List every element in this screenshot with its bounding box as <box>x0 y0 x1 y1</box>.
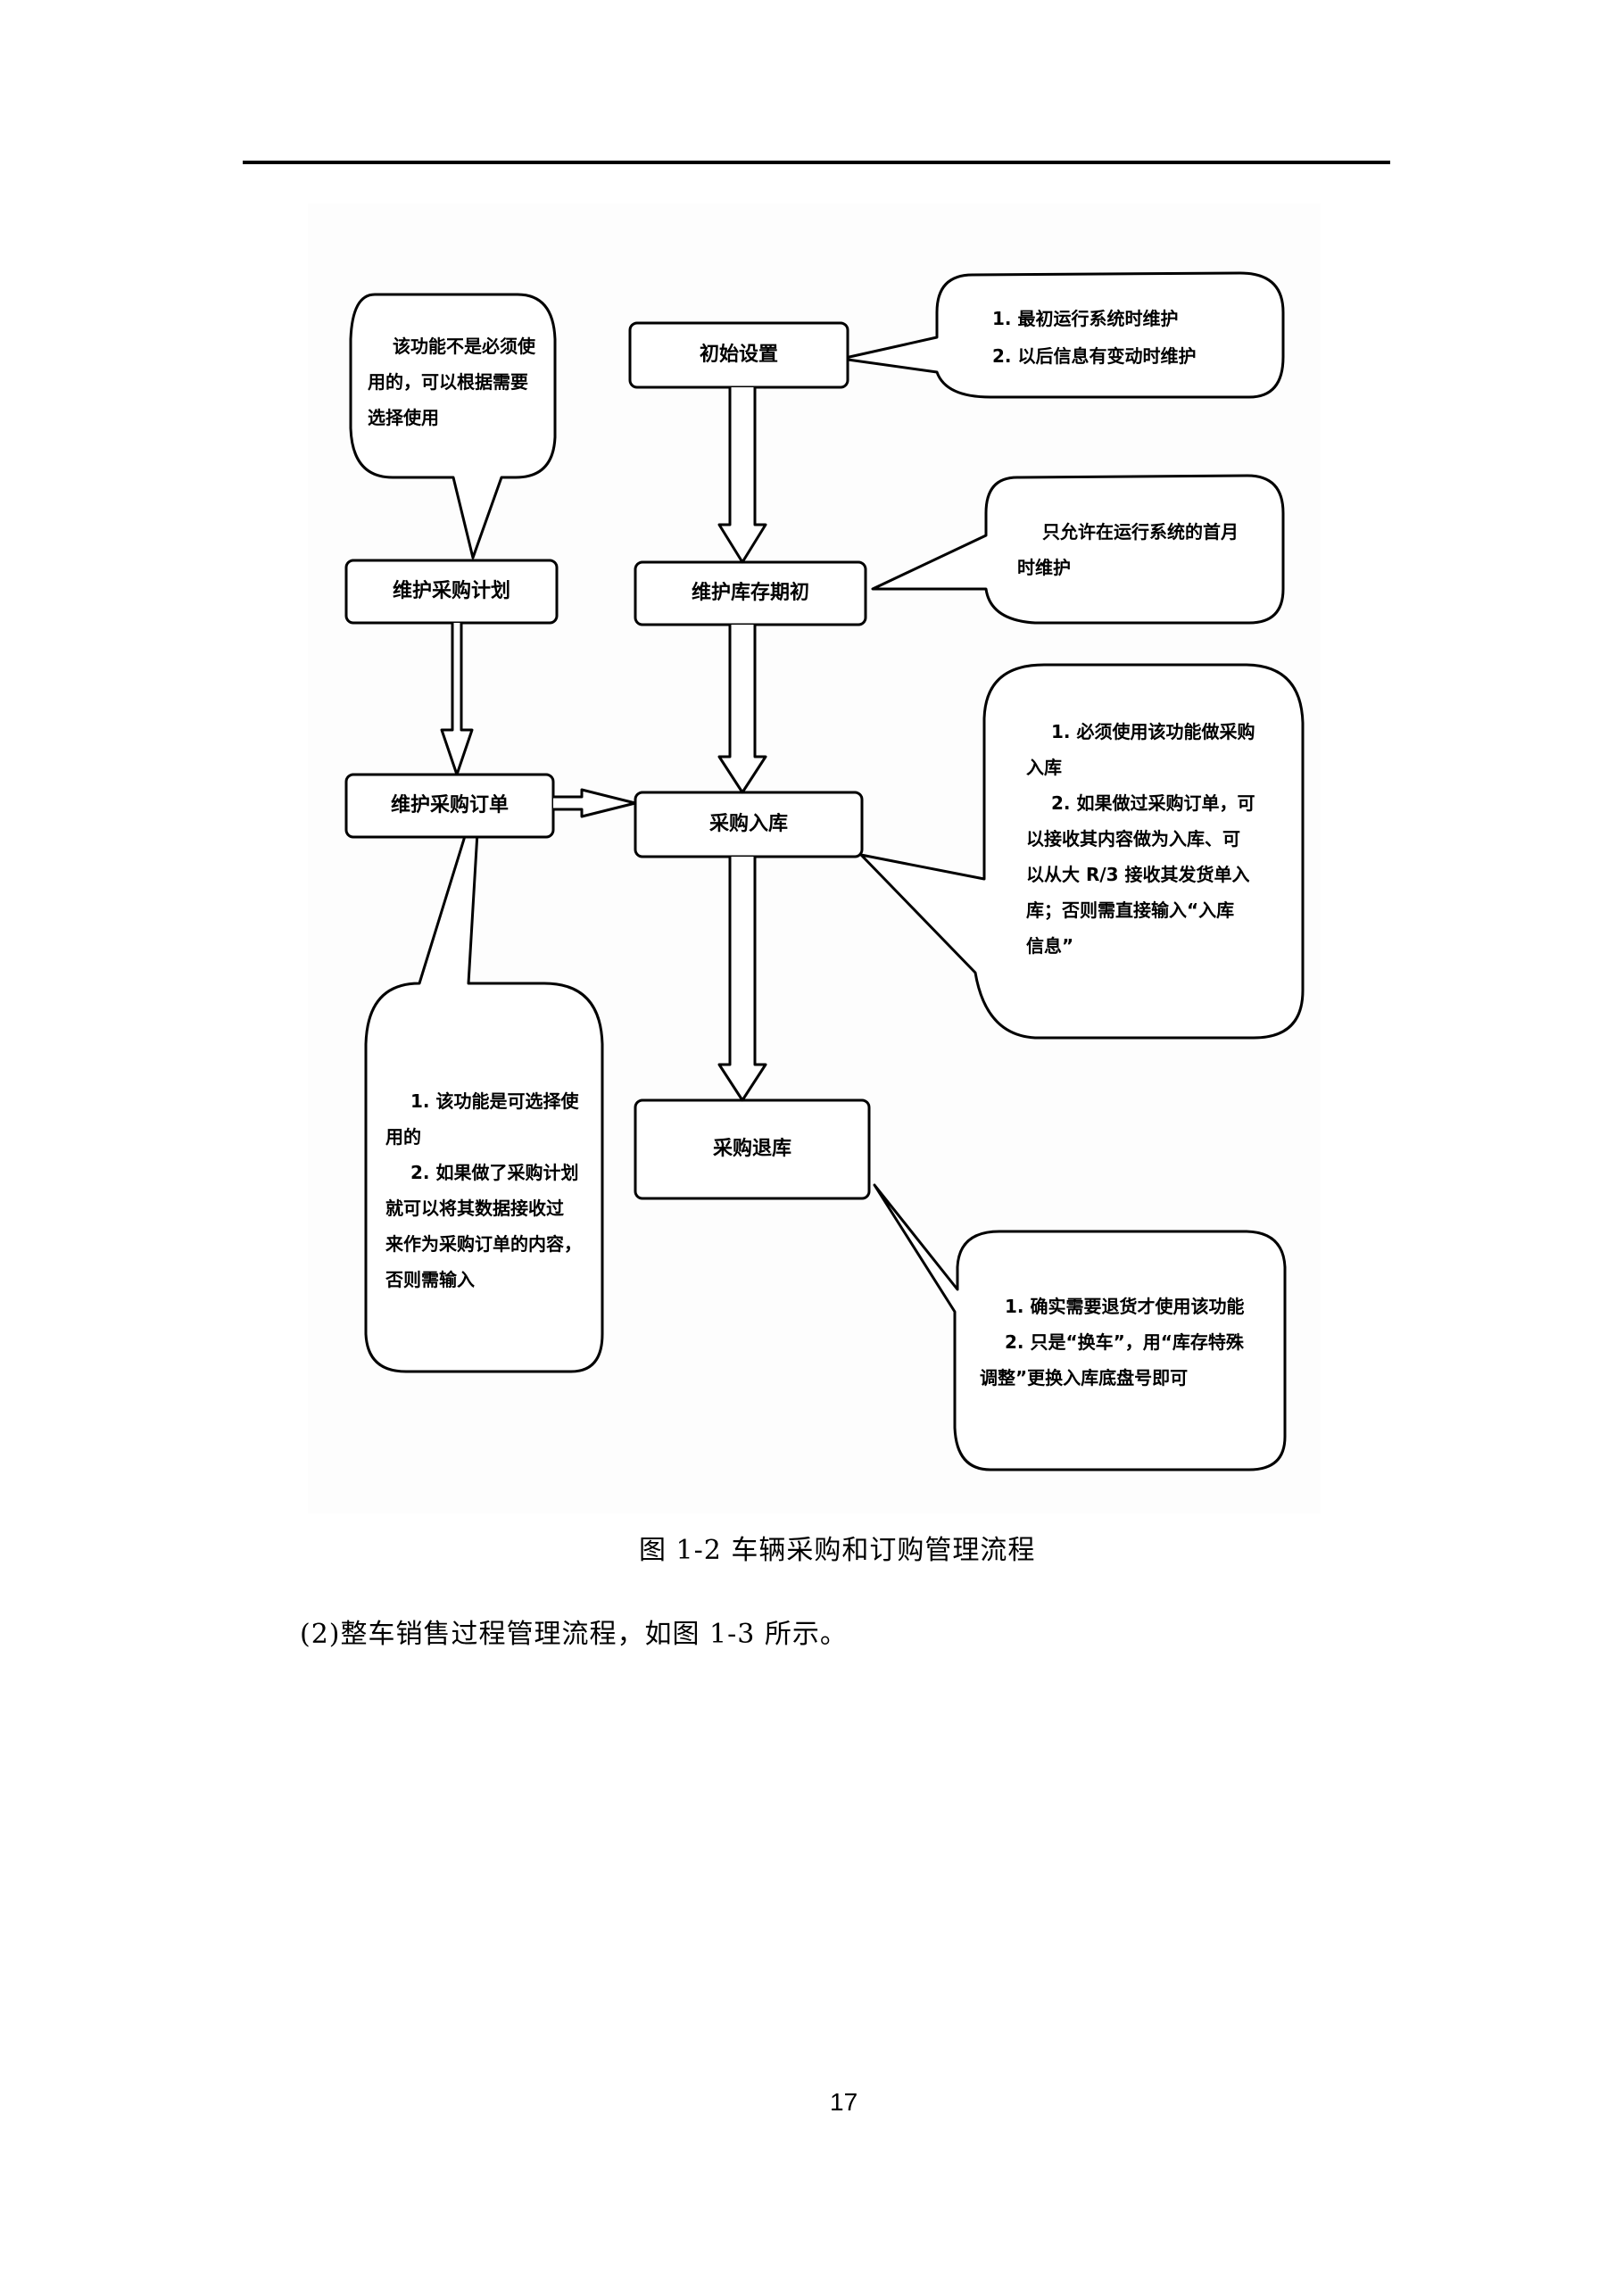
callout-line: 1. 确实需要退货才使用该功能 <box>1005 1296 1245 1317</box>
arrow-opening-inventory-to-purchase-receipt <box>717 625 767 794</box>
callout-line: 否则需输入 <box>385 1269 475 1290</box>
callout-line: 1. 该功能是可选择使 <box>410 1090 579 1112</box>
page-number: 17 <box>830 2088 858 2116</box>
callout-line: 1. 必须使用该功能做采购 <box>1051 721 1255 742</box>
callout-line: 该功能不是必须使 <box>393 336 535 357</box>
node-label: 采购入库 <box>708 813 788 835</box>
callout-line: 1. 最初运行系统时维护 <box>992 308 1179 329</box>
callout-line: 调整”更换入库底盘号即可 <box>980 1367 1189 1388</box>
callout-purchase-receipt: 1. 必须使用该功能做采购 入库 2. 如果做过采购订单，可 以接收其内容做为入… <box>1026 714 1294 964</box>
callout-line: 2. 如果做了采购计划 <box>410 1162 579 1183</box>
callout-line: 用的，可以根据需要 <box>368 371 528 393</box>
callout-line: 2. 如果做过采购订单，可 <box>1051 792 1255 814</box>
callout-line: 用的 <box>385 1126 421 1148</box>
header-rule <box>243 161 1390 164</box>
callout-line: 来作为采购订单的内容， <box>385 1233 582 1255</box>
node-label: 维护采购计划 <box>392 580 510 602</box>
body-paragraph: (2)整车销售过程管理流程，如图 1-3 所示。 <box>300 1619 848 1650</box>
callout-line: 以从大 R/3 接收其发货单入 <box>1026 864 1250 885</box>
arrow-purchase-plan-to-purchase-order <box>440 623 474 776</box>
arrow-initial-setup-to-opening-inventory <box>717 387 767 564</box>
callout-line: 2. 以后信息有变动时维护 <box>992 345 1197 367</box>
node-maintain-opening-inventory: 维护库存期初 <box>635 562 866 625</box>
node-maintain-purchase-order: 维护采购订单 <box>346 775 553 837</box>
node-label: 维护库存期初 <box>691 582 809 604</box>
node-label: 初始设置 <box>699 344 778 366</box>
callout-optional: 该功能不是必须使 用的，可以根据需要 选择使用 <box>368 328 551 435</box>
node-maintain-purchase-plan: 维护采购计划 <box>346 560 557 623</box>
callout-bubble-optional <box>349 293 557 559</box>
arrow-purchase-order-to-purchase-receipt <box>553 788 637 818</box>
callout-bubble-initial-setup <box>840 271 1285 399</box>
callout-line: 时维护 <box>1017 557 1071 578</box>
callout-bubble-opening-inventory <box>871 474 1285 625</box>
node-label: 维护采购订单 <box>390 794 509 816</box>
callout-bubble-purchase-receipt <box>859 663 1305 1040</box>
node-purchase-receipt: 采购入库 <box>635 792 862 857</box>
callout-bubble-purchase-order <box>364 785 604 1373</box>
node-box-purchase-return <box>634 1098 871 1200</box>
node-purchase-return: 采购退库 <box>635 1100 869 1198</box>
callout-line: 库；否则需直接输入“入库 <box>1026 899 1235 921</box>
callout-line: 2. 只是“换车”，用“库存特殊 <box>1005 1331 1244 1353</box>
node-label: 采购退库 <box>712 1138 791 1160</box>
node-initial-setup: 初始设置 <box>630 323 848 387</box>
callout-line: 只允许在运行系统的首月 <box>1042 521 1239 543</box>
callout-initial-setup: 1. 最初运行系统时维护 2. 以后信息有变动时维护 <box>992 300 1278 375</box>
callout-purchase-order: 1. 该功能是可选择使 用的 2. 如果做了采购计划 就可以将其数据接收过 来作… <box>385 1083 600 1297</box>
callout-line: 以接收其内容做为入库、可 <box>1026 828 1240 850</box>
callout-bubble-purchase-return <box>873 1183 1287 1471</box>
callout-purchase-return: 1. 确实需要退货才使用该功能 2. 只是“换车”，用“库存特殊 调整”更换入库… <box>980 1289 1283 1396</box>
callout-line: 就可以将其数据接收过 <box>385 1198 564 1219</box>
callout-line: 选择使用 <box>368 407 439 428</box>
figure-caption: 图 1-2 车辆采购和订购管理流程 <box>639 1535 1036 1566</box>
arrow-purchase-receipt-to-purchase-return <box>717 857 767 1102</box>
callout-line: 入库 <box>1026 757 1062 778</box>
callout-line: 信息” <box>1026 935 1074 957</box>
callout-opening-inventory: 只允许在运行系统的首月 时维护 <box>1017 514 1276 585</box>
